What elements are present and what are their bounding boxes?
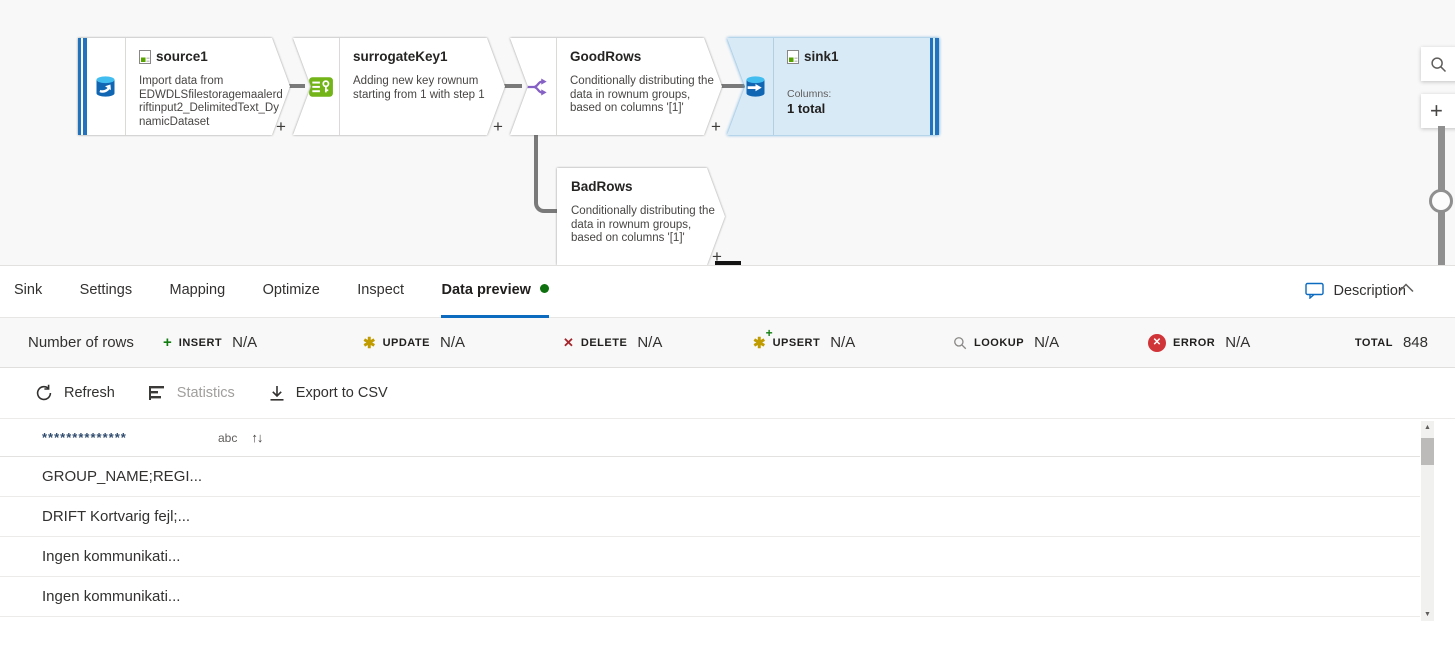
node-source1[interactable]: source1 Import data from EDWDLSfilestora… bbox=[78, 38, 290, 135]
edge-goodrows-sink bbox=[713, 84, 747, 88]
description-label: Description bbox=[1333, 282, 1406, 299]
stat-upsert: ✱+ UPSERT N/A bbox=[753, 325, 856, 352]
add-transformation-button[interactable]: + bbox=[493, 117, 503, 136]
export-csv-button[interactable]: Export to CSV bbox=[269, 385, 388, 402]
node-description: Conditionally distributing the data in r… bbox=[570, 75, 714, 114]
stat-error: ✕ ERROR N/A bbox=[1148, 333, 1250, 352]
table-row[interactable]: Ingen kommunikati... bbox=[0, 537, 1420, 577]
dataflow-canvas[interactable]: source1 Import data from EDWDLSfilestora… bbox=[0, 0, 1455, 265]
preview-toolbar: Refresh Statistics Export to CSV bbox=[0, 368, 1455, 419]
tab-optimize[interactable]: Optimize bbox=[262, 282, 320, 298]
dataset-doc-icon bbox=[139, 50, 151, 64]
stat-total: TOTAL 848 bbox=[1354, 334, 1428, 351]
statistics-icon bbox=[148, 385, 166, 401]
source-dataset-icon bbox=[78, 38, 125, 135]
node-badrows[interactable]: BadRows Conditionally distributing the d… bbox=[557, 168, 725, 265]
number-of-rows-label: Number of rows bbox=[28, 334, 134, 351]
dataset-stripe bbox=[83, 38, 87, 135]
chevron-up-icon[interactable] bbox=[1398, 283, 1414, 293]
x-icon: ✕ bbox=[563, 334, 574, 350]
node-description: Adding new key rownum starting from 1 wi… bbox=[353, 75, 485, 101]
edge-split-badrows bbox=[534, 133, 558, 213]
node-goodrows[interactable]: GoodRows Conditionally distributing the … bbox=[510, 38, 722, 135]
panel-tabbar: Sink Settings Mapping Optimize Inspect D… bbox=[0, 266, 1455, 318]
asterisk-icon: ✱ bbox=[363, 334, 376, 352]
sort-arrows-icon[interactable]: ↑↓ bbox=[251, 430, 263, 445]
refresh-icon bbox=[35, 384, 53, 402]
download-icon bbox=[269, 385, 285, 402]
node-sink1[interactable]: sink1 Columns: 1 total bbox=[727, 38, 939, 135]
search-icon bbox=[1430, 56, 1447, 73]
scroll-up-icon[interactable]: ▲ bbox=[1424, 424, 1431, 431]
canvas-search-button[interactable] bbox=[1421, 47, 1455, 81]
node-title: sink1 bbox=[804, 49, 839, 64]
sink-dataset-icon bbox=[727, 38, 773, 135]
surrogate-key-icon bbox=[293, 38, 339, 135]
plus-icon: + bbox=[163, 334, 172, 351]
add-transformation-button[interactable]: + bbox=[712, 247, 722, 265]
tab-mapping[interactable]: Mapping bbox=[169, 282, 226, 298]
dataset-stripe bbox=[930, 38, 933, 135]
table-row[interactable]: DRIFT Kortvarig fejl;... bbox=[0, 497, 1420, 537]
data-preview-grid: ************** abc ↑↓ GROUP_NAME;REGI...… bbox=[0, 419, 1420, 617]
dataset-doc-icon bbox=[787, 49, 799, 64]
tab-settings[interactable]: Settings bbox=[79, 282, 133, 298]
canvas-horizontal-scrollbar-thumb[interactable] bbox=[715, 261, 741, 265]
edge-surrogatekey-split bbox=[496, 84, 522, 88]
plus-icon: + bbox=[1430, 98, 1443, 123]
scroll-down-icon[interactable]: ▼ bbox=[1424, 611, 1431, 618]
node-surrogatekey1[interactable]: surrogateKey1 Adding new key rownum star… bbox=[293, 38, 505, 135]
conditional-split-icon bbox=[510, 38, 556, 135]
scrollbar-thumb[interactable] bbox=[1421, 438, 1434, 465]
tab-data-preview[interactable]: Data preview bbox=[441, 266, 549, 318]
configuration-panel: Sink Settings Mapping Optimize Inspect D… bbox=[0, 265, 1455, 656]
add-transformation-button[interactable]: + bbox=[276, 117, 286, 136]
node-title: BadRows bbox=[571, 179, 633, 194]
error-circle-icon: ✕ bbox=[1148, 333, 1166, 352]
columns-count: 1 total bbox=[787, 101, 826, 116]
statistics-button[interactable]: Statistics bbox=[148, 385, 235, 401]
magnifier-icon bbox=[953, 336, 967, 350]
stat-update: ✱ UPDATE N/A bbox=[363, 334, 466, 352]
description-toggle[interactable]: Description bbox=[1305, 266, 1414, 315]
dataset-stripe bbox=[78, 38, 81, 135]
node-title: GoodRows bbox=[570, 49, 642, 64]
node-description: Conditionally distributing the data in r… bbox=[571, 205, 715, 244]
node-title: surrogateKey1 bbox=[353, 49, 448, 64]
column-type-label: abc bbox=[218, 430, 238, 445]
debug-live-dot-icon bbox=[539, 284, 549, 293]
stat-delete: ✕ DELETE N/A bbox=[563, 334, 663, 351]
tab-sink[interactable]: Sink bbox=[14, 282, 43, 298]
zoom-in-button[interactable]: + bbox=[1421, 94, 1455, 128]
node-description: Import data from EDWDLSfilestoragemaaler… bbox=[139, 75, 283, 128]
stat-lookup: LOOKUP N/A bbox=[953, 334, 1148, 351]
tab-inspect[interactable]: Inspect bbox=[357, 282, 405, 298]
node-title: source1 bbox=[156, 49, 208, 64]
asterisk-plus-icon: ✱+ bbox=[753, 325, 773, 352]
zoom-slider-handle[interactable] bbox=[1429, 189, 1453, 213]
grid-header-row[interactable]: ************** abc ↑↓ bbox=[0, 419, 1420, 457]
table-row[interactable]: GROUP_NAME;REGI... bbox=[0, 457, 1420, 497]
add-transformation-button[interactable]: + bbox=[711, 117, 721, 136]
speech-bubble-icon bbox=[1305, 282, 1325, 299]
row-stats-bar: Number of rows + INSERT N/A ✱ UPDATE N/A… bbox=[0, 318, 1455, 368]
stat-insert: + INSERT N/A bbox=[163, 334, 258, 351]
columns-label: Columns: bbox=[787, 88, 832, 100]
grid-vertical-scrollbar[interactable]: ▲ ▼ bbox=[1421, 421, 1434, 621]
column-header-masked[interactable]: ************** bbox=[42, 430, 127, 445]
dataset-stripe bbox=[935, 38, 939, 135]
refresh-button[interactable]: Refresh bbox=[35, 384, 115, 402]
table-row[interactable]: Ingen kommunikati... bbox=[0, 577, 1420, 617]
edge-source-surrogatekey bbox=[283, 84, 305, 88]
